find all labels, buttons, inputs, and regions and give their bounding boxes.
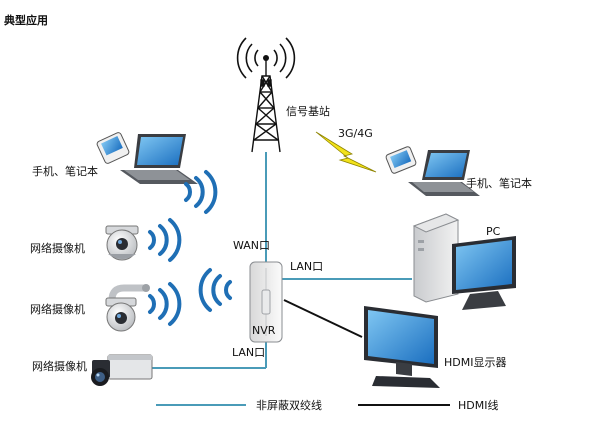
box-camera-3 — [91, 354, 153, 386]
network-type-label: 3G/4G — [338, 127, 373, 140]
camera-label-3: 网络摄像机 — [32, 359, 87, 373]
legend-utp-label: 非屏蔽双绞线 — [256, 398, 322, 412]
nvr-wifi-waves — [198, 268, 232, 312]
tower-signal-waves — [236, 37, 296, 79]
mobile-right-label: 手机、笔记本 — [466, 176, 532, 190]
mobile-devices-left — [96, 132, 198, 184]
laptop-icon-right — [408, 150, 480, 196]
wifi-icon-camera-2 — [148, 282, 182, 326]
phone-icon — [96, 132, 130, 164]
wan-port-label: WAN口 — [233, 239, 270, 252]
lan-port-label-camera: LAN口 — [232, 346, 265, 359]
mobile-left-label: 手机、笔记本 — [32, 164, 98, 178]
wifi-icon-mobile-left — [184, 170, 218, 214]
lightning-icon — [315, 131, 377, 173]
nvr-device — [249, 261, 283, 343]
legend-hdmi-label: HDMI线 — [458, 398, 498, 412]
wifi-icon-camera-1 — [148, 218, 182, 262]
camera-label-2: 网络摄像机 — [30, 302, 85, 316]
lan-port-label-pc: LAN口 — [290, 260, 323, 273]
hdmi-cable — [283, 299, 363, 338]
nvr-label: NVR — [252, 324, 276, 337]
hdmi-monitor-icon — [364, 306, 440, 388]
laptop-icon — [120, 134, 198, 184]
mobile-devices-right — [385, 146, 480, 196]
legend: 非屏蔽双绞线 HDMI线 — [156, 398, 498, 412]
pc-label: PC — [486, 225, 501, 238]
tower-legs — [251, 75, 281, 153]
antenna-tip — [263, 55, 269, 61]
phone-icon-right — [385, 146, 417, 174]
camera-label-1: 网络摄像机 — [30, 241, 85, 255]
page-title: 典型应用 — [4, 13, 48, 27]
ptz-camera-2 — [105, 284, 150, 332]
pc-monitor — [452, 236, 516, 310]
cell-tower — [251, 60, 281, 153]
dome-camera-1 — [105, 225, 139, 261]
monitor-label: HDMI显示器 — [444, 356, 506, 369]
utp-cable-lines — [148, 152, 412, 369]
tower-label: 信号基站 — [286, 104, 330, 118]
pc-icon — [412, 213, 516, 310]
